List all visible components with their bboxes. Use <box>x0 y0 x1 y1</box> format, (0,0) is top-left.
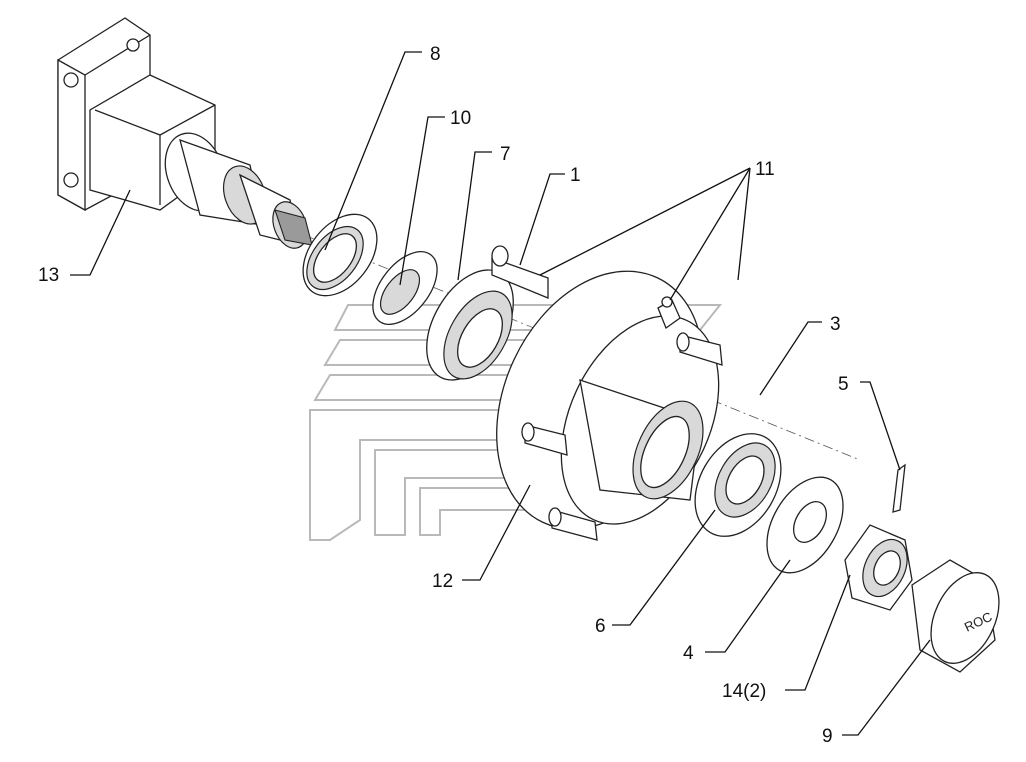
thrust-washer <box>766 476 844 574</box>
callout-labels: 13 8 10 7 1 11 3 5 12 6 4 14(2) 9 <box>38 44 849 747</box>
callout-11: 11 <box>755 159 775 180</box>
callout-4: 4 <box>683 643 694 664</box>
axle-spindle <box>57 17 313 249</box>
callout-14: 14(2) <box>722 681 766 702</box>
outer-bearing <box>694 433 782 537</box>
callout-1: 1 <box>570 165 581 186</box>
callout-7: 7 <box>500 144 511 165</box>
callout-6: 6 <box>595 616 606 637</box>
leader-lines <box>70 51 931 736</box>
castle-nut <box>844 524 913 611</box>
grease-nipple <box>657 296 681 330</box>
callout-8: 8 <box>430 44 441 65</box>
callout-3: 3 <box>830 314 841 335</box>
wheel-stud <box>491 245 549 299</box>
wheel-hub <box>496 270 723 541</box>
callout-5: 5 <box>838 374 849 395</box>
inner-bearing <box>426 269 514 381</box>
callout-12: 12 <box>432 571 453 592</box>
callout-10: 10 <box>450 108 471 129</box>
seal-ring <box>302 213 378 297</box>
split-pin <box>892 463 906 513</box>
dust-cap: ROC <box>911 559 1000 673</box>
callout-9: 9 <box>822 726 833 747</box>
callout-13: 13 <box>38 265 59 286</box>
spacer-washer <box>372 251 438 325</box>
assembly-axis <box>229 204 861 461</box>
